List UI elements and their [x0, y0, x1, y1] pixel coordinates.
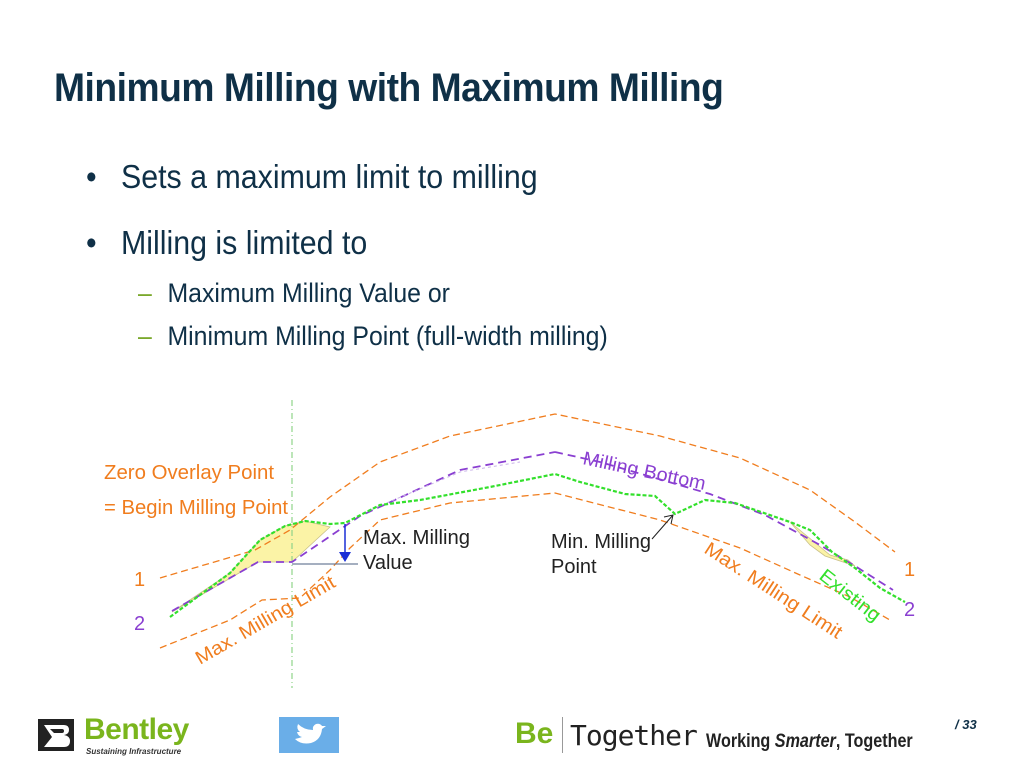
left-line-2-label: 2 [134, 613, 145, 635]
dash-glyph: – [138, 278, 152, 308]
bentley-b-icon [38, 719, 74, 751]
be-logo: Be [515, 717, 554, 750]
bullet-text: Sets a maximum limit to milling [120, 158, 538, 195]
bullet-text: Milling is limited to [120, 224, 368, 261]
page-number: / 33 [955, 717, 977, 732]
sub-bullet-item: –Maximum Milling Value or [138, 278, 450, 309]
twitter-link[interactable] [279, 717, 339, 753]
be-divider [562, 717, 563, 753]
right-line-1-label: 1 [904, 559, 915, 581]
twitter-bird-icon [295, 723, 326, 744]
tagline-part: , Together [835, 731, 913, 752]
milling-bottom-line-right [554, 451, 894, 591]
max-milling-value-label: Max. Milling [363, 527, 470, 549]
begin-milling-label: = Begin Milling Point [104, 497, 288, 519]
sub-bullet-text: Minimum Milling Point (full-width millin… [167, 321, 608, 351]
min-milling-point-label: Point [551, 556, 597, 578]
bullet-item: • Milling is limited to [86, 224, 367, 262]
existing-line [169, 472, 906, 618]
footer: Bentley Sustaining Infrastructure Be Tog… [0, 705, 1023, 767]
tagline-part: Working [706, 731, 775, 752]
milling-bottom-line-faint [369, 461, 521, 511]
left-line-1-label: 1 [134, 569, 145, 591]
bullet-item: • Sets a maximum limit to milling [86, 158, 538, 196]
tagline-part: Smarter [774, 731, 836, 752]
min-milling-point-label: Min. Milling [551, 531, 651, 553]
slide-title: Minimum Milling with Maximum Milling [54, 66, 724, 110]
sub-bullet-text: Maximum Milling Value or [167, 278, 450, 308]
orange-line-lower [159, 492, 891, 649]
milling-diagram: Zero Overlay Point = Begin Milling Point… [104, 400, 915, 688]
milling-bottom-line [171, 451, 556, 612]
together-logo: Together [570, 719, 698, 752]
bullet-glyph: • [86, 158, 97, 195]
bullet-glyph: • [86, 224, 97, 261]
bentley-tagline: Sustaining Infrastructure [86, 747, 182, 756]
bentley-brand: Bentley [84, 713, 189, 746]
right-line-2-label: 2 [904, 599, 915, 621]
working-smarter-tagline: Working Smarter, Together [706, 731, 913, 753]
max-milling-value-label: Value [363, 552, 413, 574]
min-milling-leader-head [663, 514, 674, 525]
zero-overlay-label: Zero Overlay Point [104, 462, 274, 484]
milling-bottom-label: Milling Bottom [581, 448, 708, 495]
sub-bullet-item: –Minimum Milling Point (full-width milli… [138, 321, 608, 352]
max-milling-arrow-head [339, 552, 351, 562]
orange-line-upper [159, 413, 896, 579]
dash-glyph: – [138, 321, 152, 351]
min-milling-leader [651, 514, 674, 540]
